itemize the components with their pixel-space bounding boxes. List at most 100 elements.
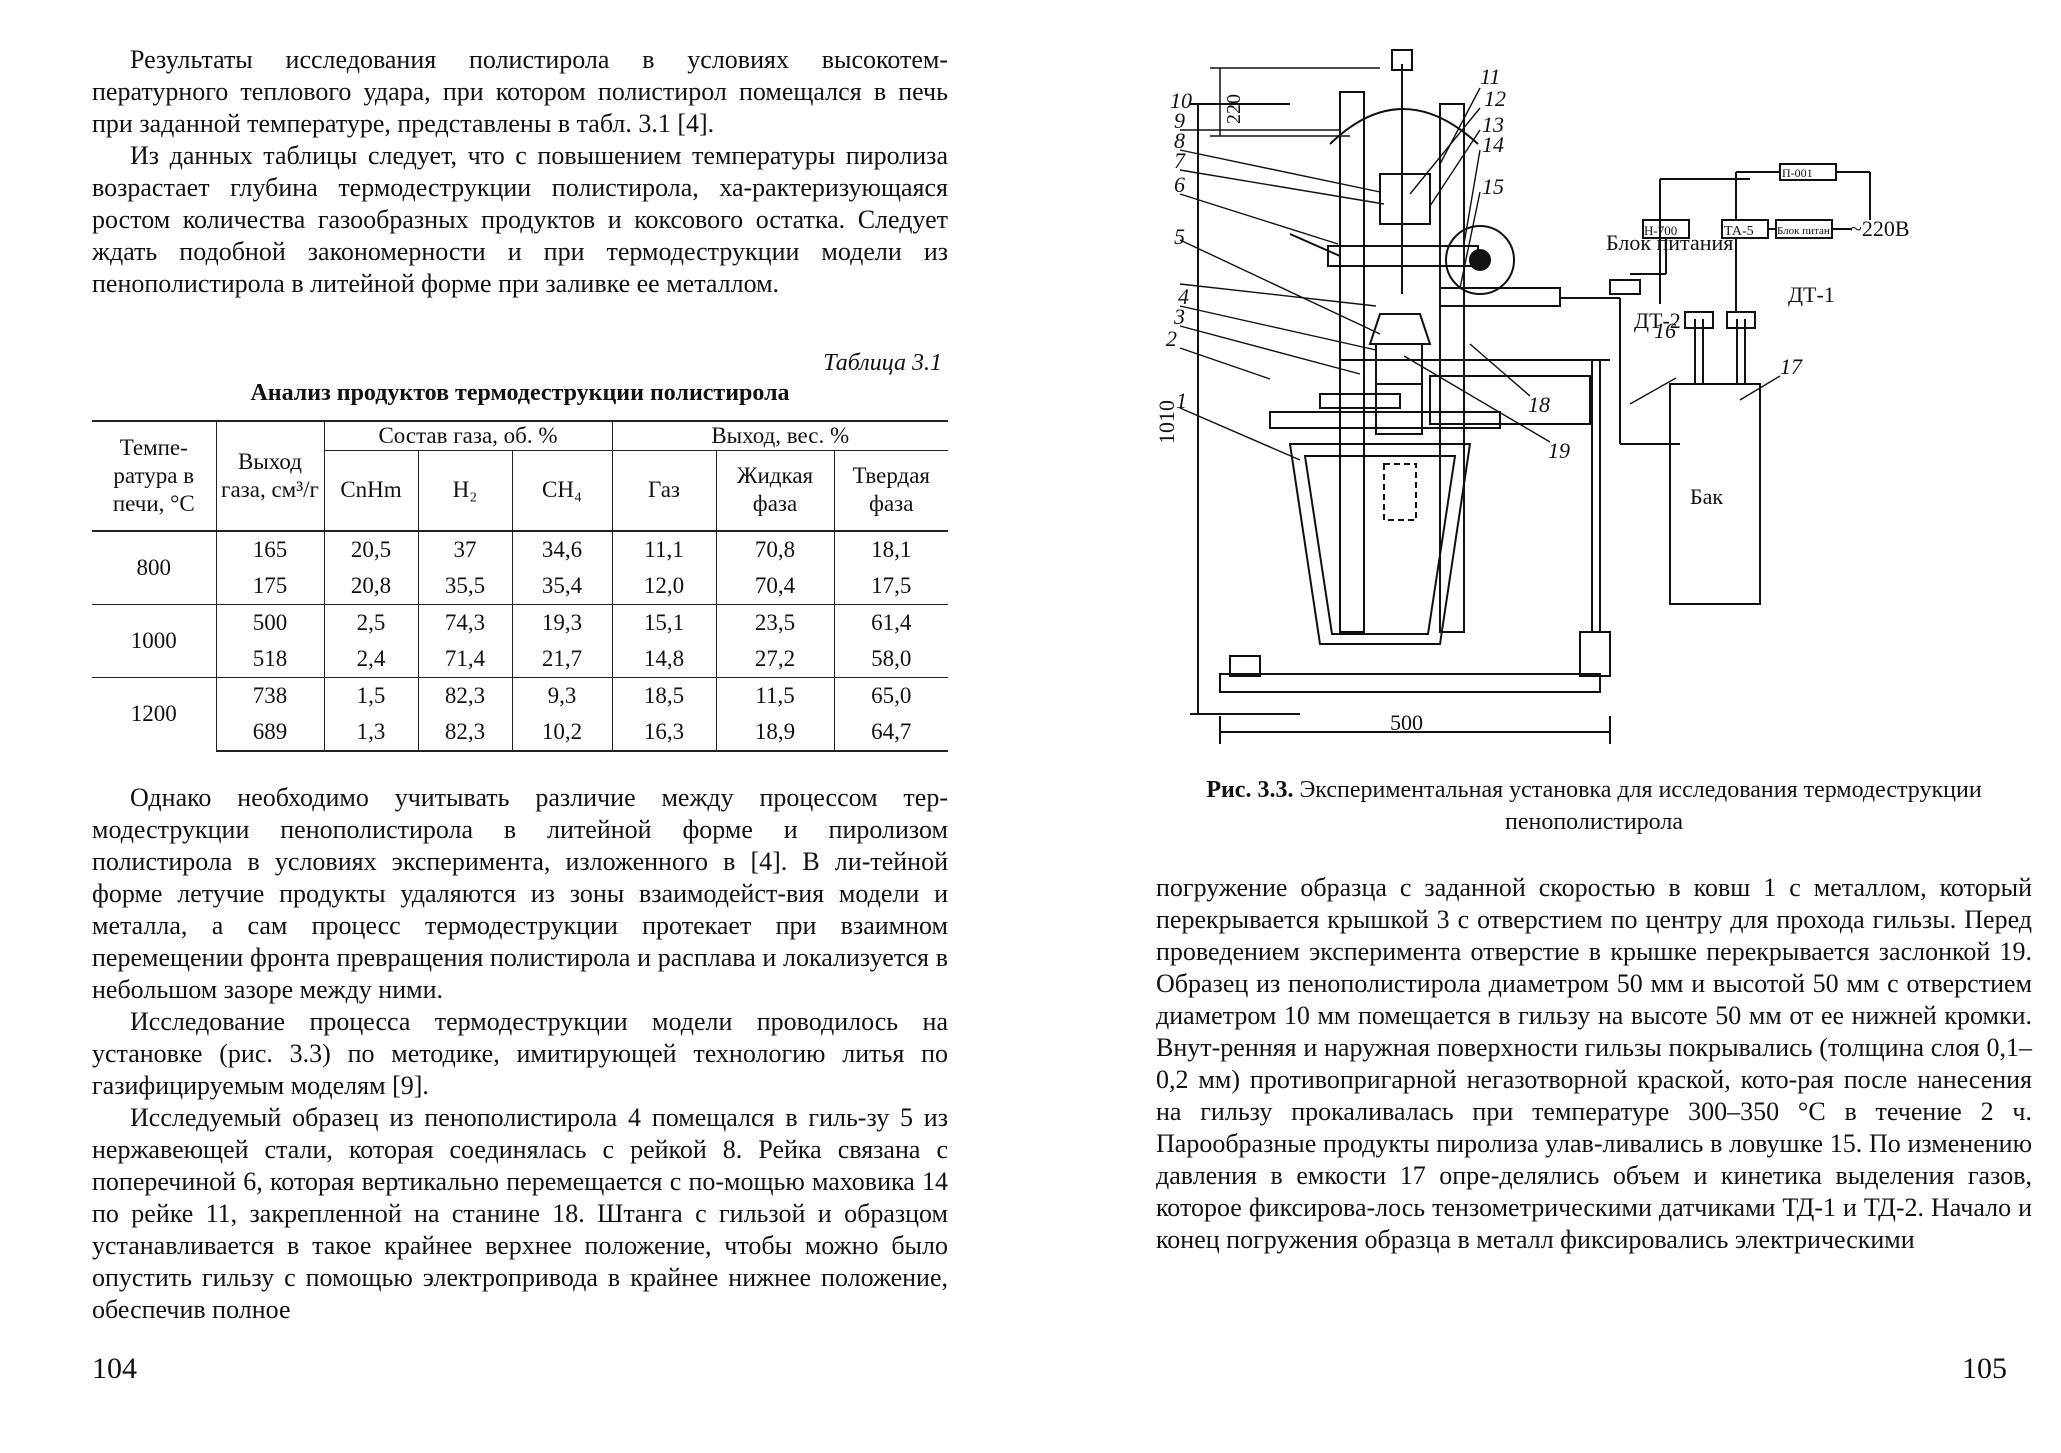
figure-caption-label: Рис. 3.3. xyxy=(1206,777,1294,803)
leader-lines xyxy=(1179,87,1781,461)
box-blok-pitan: Блок питан xyxy=(1777,225,1830,237)
paragraph: Результаты исследования полистирола в ус… xyxy=(92,45,948,138)
paragraph: погружение образца с заданной скоростью … xyxy=(1156,873,2032,1254)
table-cell: 165 xyxy=(215,530,324,568)
header-gas-yield: Выход газа, см³/г xyxy=(215,420,324,532)
header-gas-composition: Состав газа, об. % xyxy=(323,420,612,451)
table-cell: 18,9 xyxy=(715,713,834,752)
table-cell: 1,5 xyxy=(323,676,418,714)
measurement-circuit: Бак Н-700 ТА-5 Блок питан П-001 xyxy=(1606,163,1910,605)
temperature-cell: 800 xyxy=(136,554,172,580)
callout-8: 8 xyxy=(1174,128,1185,153)
figure: 1010 220 500 xyxy=(1140,44,2040,764)
table-cell: 82,3 xyxy=(417,676,512,714)
ladle xyxy=(1288,443,1472,645)
apparatus-diagram: 1010 220 500 xyxy=(1154,49,1910,744)
paragraph: Из данных таблицы следует, что с повышен… xyxy=(92,141,948,298)
table-cell: 70,4 xyxy=(715,567,834,604)
callout-1: 1 xyxy=(1176,388,1187,413)
table-cell: 11,1 xyxy=(611,530,716,568)
header-output: Выход, вес. % xyxy=(611,420,948,451)
figure-caption: Рис. 3.3. Экспериментальная установка дл… xyxy=(1156,774,2032,838)
data-table: Темпе-ратура в печи, °С Выход газа, см³/… xyxy=(92,420,948,752)
dim-1010: 1010 xyxy=(1154,400,1179,444)
header-ch4: CH₄ xyxy=(511,450,612,532)
table-cell: 18,5 xyxy=(611,676,716,714)
box-ta5: ТА-5 xyxy=(1724,224,1754,239)
header-solid: Твердая фаза xyxy=(833,450,948,532)
callout-13: 13 xyxy=(1482,112,1504,137)
header-h2: H₂ xyxy=(417,450,512,532)
dt1-label: ДТ-1 xyxy=(1788,282,1835,307)
table-cell: 689 xyxy=(215,713,324,752)
table-cell: 19,3 xyxy=(511,603,612,641)
callout-labels: 1 2 3 4 5 6 7 8 9 10 11 12 13 14 15 16 1… xyxy=(1166,64,1803,463)
header-temperature: Темпе-ратура в печи, °С xyxy=(92,420,216,532)
left-page: Результаты исследования полистирола в ус… xyxy=(0,0,1030,1453)
table-cell: 2,5 xyxy=(323,603,418,641)
paragraph: Исследуемый образец из пенополистирола 4… xyxy=(92,1103,948,1324)
callout-4: 4 xyxy=(1178,284,1189,309)
table-cell: 738 xyxy=(215,676,324,714)
supply-label: Блок питания xyxy=(1606,230,1733,255)
table-cell: 21,7 xyxy=(511,640,612,677)
table-cell: 500 xyxy=(215,603,324,641)
page-number: 105 xyxy=(1962,1352,2007,1385)
paragraph: Исследование процесса термодеструкции мо… xyxy=(92,1007,948,1100)
table-cell: 9,3 xyxy=(511,676,612,714)
table-cell: 70,8 xyxy=(715,530,834,568)
box-p001: П-001 xyxy=(1782,166,1813,180)
table-cell: 71,4 xyxy=(417,640,512,677)
table-cell: 16,3 xyxy=(611,713,716,752)
table-cell: 74,3 xyxy=(417,603,512,641)
table-cell: 34,6 xyxy=(511,530,612,568)
table-cell: 10,2 xyxy=(511,713,612,752)
callout-11: 11 xyxy=(1480,64,1500,89)
temperature-cell: 1200 xyxy=(92,676,216,751)
header-cnhm: CnHm xyxy=(323,450,418,532)
callout-12: 12 xyxy=(1484,86,1506,111)
table-cell: 20,5 xyxy=(323,530,418,568)
callout-10: 10 xyxy=(1170,88,1192,113)
temperature-cell: 1000 xyxy=(92,603,216,677)
tank-label: Бак xyxy=(1690,484,1723,509)
table-cell: 61,4 xyxy=(833,603,948,641)
table-cell: 82,3 xyxy=(417,713,512,752)
right-page: 1010 220 500 xyxy=(1030,0,2061,1453)
table-cell: 12,0 xyxy=(611,567,716,604)
table-cell: 65,0 xyxy=(833,676,948,714)
table-cell: 175 xyxy=(215,567,324,604)
table-cell: 35,5 xyxy=(417,567,512,604)
table-cell: 14,8 xyxy=(611,640,716,677)
body-text: Однако необходимо учитывать различие меж… xyxy=(92,782,948,1326)
header-gas: Газ xyxy=(611,450,716,532)
figure-caption-text: Экспериментальная установка для исследов… xyxy=(1299,777,1982,835)
table-cell: 64,7 xyxy=(833,713,948,752)
table-cell: 37 xyxy=(417,530,512,568)
table-cell: 17,5 xyxy=(833,567,948,604)
callout-18: 18 xyxy=(1528,392,1550,417)
table-cell: 1,3 xyxy=(323,713,418,752)
table-title: Анализ продуктов термодеструкции полисти… xyxy=(250,380,790,406)
table-cell: 23,5 xyxy=(715,603,834,641)
callout-7: 7 xyxy=(1174,148,1186,173)
callout-9: 9 xyxy=(1174,108,1185,133)
header-liquid: Жидкая фаза xyxy=(715,450,834,532)
table-cell: 15,1 xyxy=(611,603,716,641)
dim-220: 220 xyxy=(1223,94,1245,124)
table-cell: 18,1 xyxy=(833,530,948,568)
voltage-label: ~220В xyxy=(1850,216,1910,241)
table-cell: 27,2 xyxy=(715,640,834,677)
page-number: 104 xyxy=(92,1352,137,1385)
callout-17: 17 xyxy=(1780,354,1803,379)
callout-14: 14 xyxy=(1482,132,1504,157)
callout-3: 3 xyxy=(1173,304,1185,329)
table-cell: 518 xyxy=(215,640,324,677)
frame xyxy=(1219,49,1680,693)
